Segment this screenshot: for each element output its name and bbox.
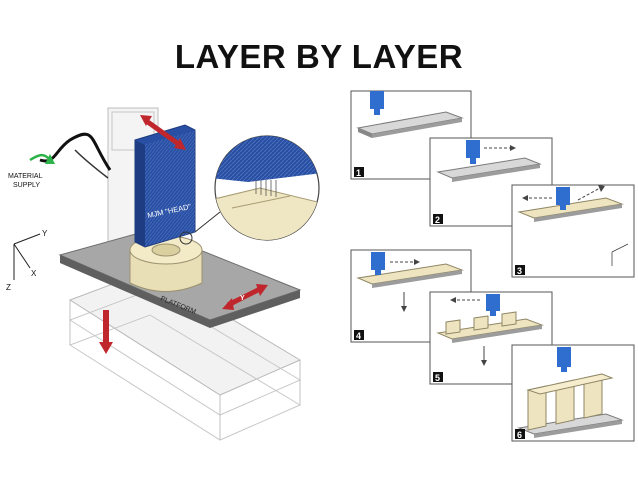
step-number-2: 2: [435, 215, 440, 225]
y-direction-arrow: [226, 285, 264, 308]
axis-y-label: Y: [42, 229, 48, 238]
axis-z-label: Z: [6, 283, 11, 292]
step-panel-3: 3: [511, 184, 635, 278]
axis-x-label: X: [31, 269, 37, 278]
material-supply-cable: [39, 132, 112, 171]
step-number-5: 5: [435, 373, 440, 383]
material-supply-label-2: SUPPLY: [13, 182, 40, 189]
step-number-4: 4: [356, 331, 361, 341]
supply-arrow: [29, 153, 51, 162]
y-arrow-label: Y: [240, 295, 245, 302]
material-supply-label-1: MATERIAL: [8, 173, 43, 180]
slide-title: LAYER BY LAYER: [174, 38, 464, 75]
mjm-machine-illustration: PLATFORM MJM "HEAD" Y MATERIAL SUPP: [6, 107, 320, 441]
step-number-6: 6: [517, 430, 522, 440]
step-number-3: 3: [517, 266, 522, 276]
nozzle-zoom-callout: [214, 135, 320, 241]
mjm-head: MJM "HEAD": [134, 124, 196, 248]
step-panel-6: 6: [511, 344, 635, 442]
step-number-1: 1: [356, 168, 361, 178]
x-direction-arrow: [143, 117, 182, 148]
step-panel-1: 1: [350, 90, 472, 180]
z-direction-arrow: [103, 310, 109, 344]
axis-triad: [13, 233, 41, 280]
